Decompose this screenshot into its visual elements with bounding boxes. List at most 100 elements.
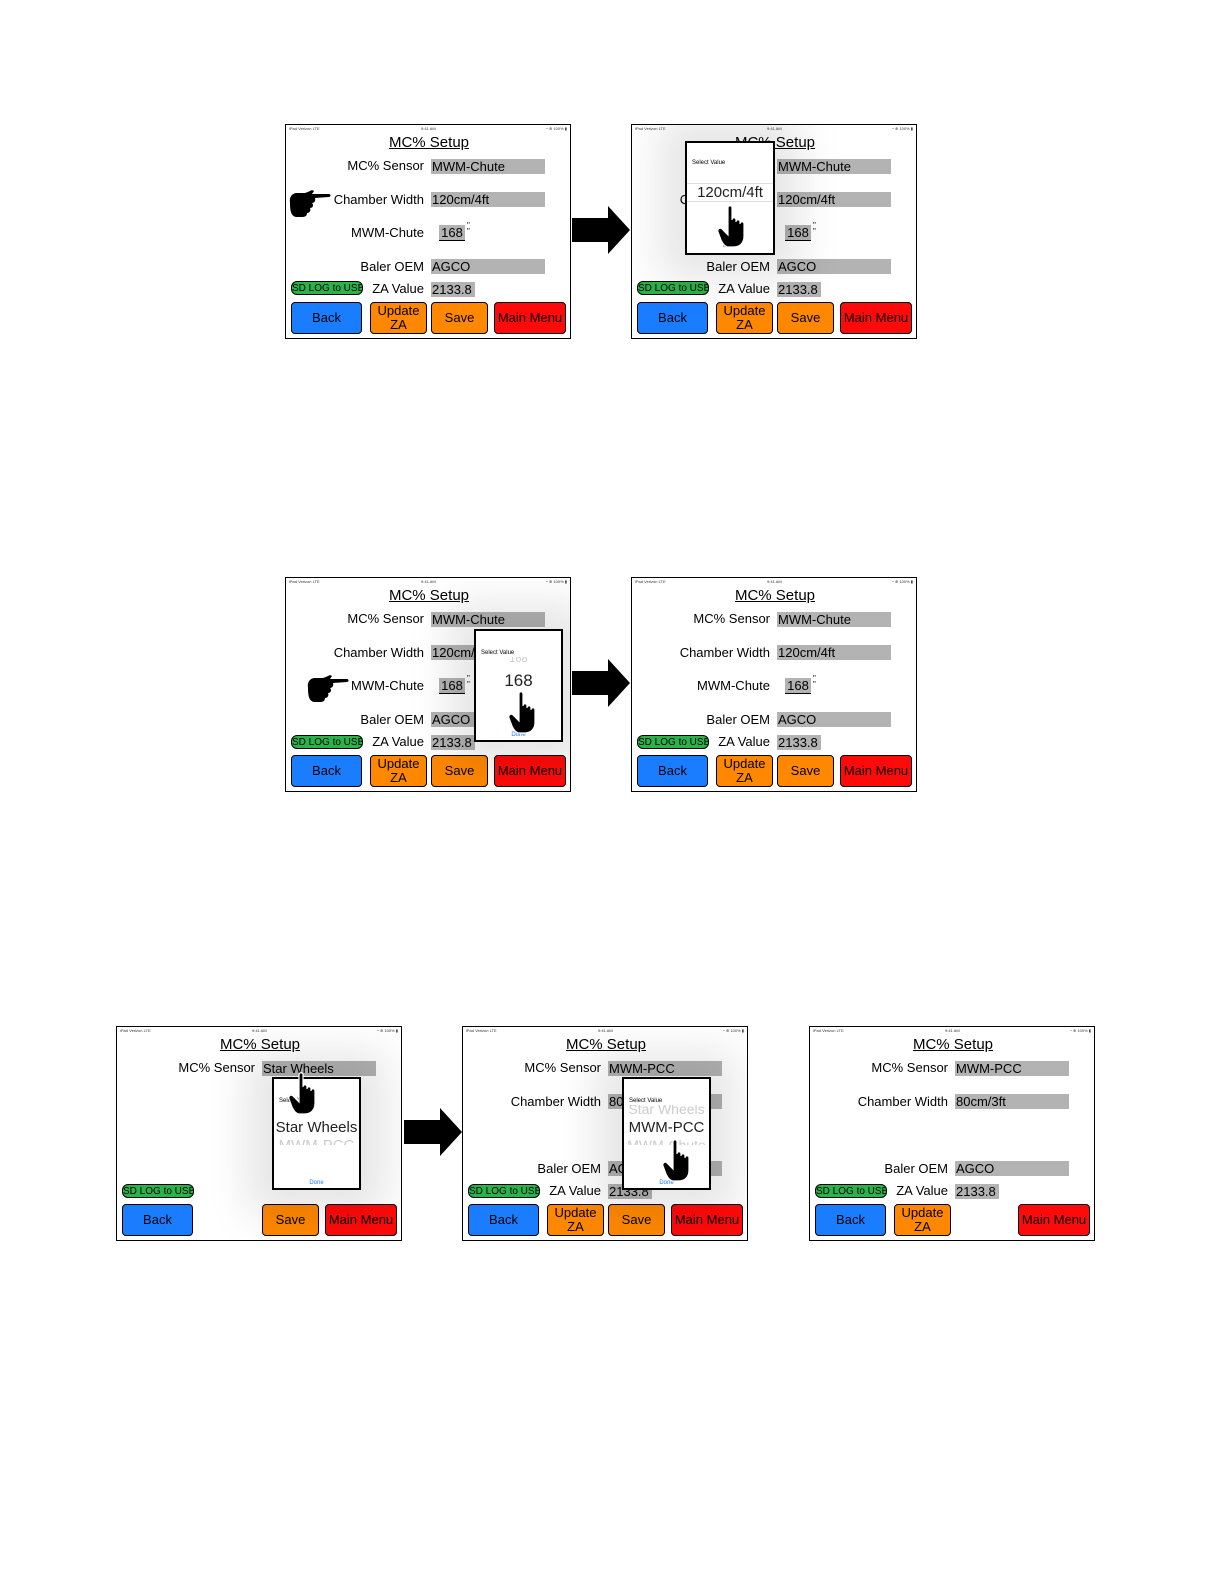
baler-oem-label: Baler OEM [706, 259, 770, 274]
mc-sensor-field[interactable]: MWM-PCC [608, 1061, 722, 1076]
baler-oem-field[interactable]: AGCO [777, 712, 891, 727]
chamber-width-field[interactable]: 120cm/4ft [431, 192, 545, 207]
back-button[interactable]: Back [291, 302, 362, 334]
back-button[interactable]: Back [815, 1204, 886, 1236]
tapping-hand-icon [508, 691, 536, 734]
chamber-width-label: Chamber Width [333, 192, 424, 207]
chamber-width-field[interactable]: 120cm/4ft [777, 192, 891, 207]
sd-log-button[interactable]: SD LOG to USB [291, 281, 363, 295]
save-button[interactable]: Save [777, 302, 834, 334]
tapping-hand-icon [288, 1072, 316, 1115]
baler-oem-field[interactable]: AGCO [431, 259, 545, 274]
sd-log-button[interactable]: SD LOG to USB [468, 1184, 540, 1198]
sd-log-button[interactable]: SD LOG to USB [637, 735, 709, 749]
mc-sensor-field[interactable]: Star Wheels [262, 1061, 376, 1076]
chute-unit: "" [813, 674, 816, 689]
mc-sensor-field[interactable]: MWM-Chute [431, 159, 545, 174]
picker-done-button[interactable]: Done [659, 1180, 674, 1186]
back-button[interactable]: Back [637, 755, 708, 787]
picker-selected-value[interactable]: 168 [504, 671, 533, 690]
main-menu-button[interactable]: Main Menu [325, 1204, 397, 1236]
mc-sensor-field[interactable]: MWM-Chute [777, 159, 891, 174]
mc-sensor-label: MC% Sensor [178, 1060, 255, 1075]
main-menu-button[interactable]: Main Menu [840, 755, 912, 787]
za-value-field: 2133.8 [777, 282, 821, 297]
main-menu-button[interactable]: Main Menu [494, 302, 566, 334]
mwm-chute-field[interactable]: 168 [785, 225, 811, 241]
page-title: MC% Setup [912, 1036, 994, 1053]
main-menu-button[interactable]: Main Menu [494, 755, 566, 787]
baler-oem-label: Baler OEM [706, 712, 770, 727]
picker-done-button[interactable]: Done [309, 1180, 324, 1186]
za-value-label: ZA Value [549, 1183, 601, 1198]
back-button[interactable]: Back [468, 1204, 539, 1236]
page-title: MC% Setup [219, 1036, 301, 1053]
baler-oem-field[interactable]: AGCO [955, 1161, 1069, 1176]
back-button[interactable]: Back [122, 1204, 193, 1236]
mc-sensor-label: MC% Sensor [693, 611, 770, 626]
picker-selected-value[interactable]: MWM-PCC [628, 1119, 705, 1136]
save-button[interactable]: Save [431, 302, 488, 334]
chamber-width-label: Chamber Width [510, 1094, 601, 1109]
back-button[interactable]: Back [637, 302, 708, 334]
chute-unit: "" [813, 221, 816, 236]
za-value-field: 2133.8 [431, 735, 475, 750]
baler-oem-field[interactable]: AGCO [777, 259, 891, 274]
chamber-width-label: Chamber Width [333, 645, 424, 660]
mc-sensor-field[interactable]: MWM-Chute [431, 612, 545, 627]
right-arrow-icon [404, 1108, 462, 1156]
za-value-field: 2133.8 [431, 282, 475, 297]
mc-sensor-label: MC% Sensor [524, 1060, 601, 1075]
picker-ghost-value-2: MWM-Chute [627, 1137, 706, 1145]
page-title: MC% Setup [388, 134, 470, 151]
sd-log-button[interactable]: SD LOG to USB [122, 1184, 194, 1198]
sd-log-button[interactable]: SD LOG to USB [815, 1184, 887, 1198]
picker-ghost-value: MWM-PCC [274, 1137, 359, 1145]
za-value-label: ZA Value [718, 281, 770, 296]
picker-selected-value[interactable]: 120cm/4ft [687, 183, 773, 202]
za-value-field: 2133.8 [955, 1184, 999, 1199]
back-button[interactable]: Back [291, 755, 362, 787]
chamber-width-field[interactable]: 120cm/4ft [777, 645, 891, 660]
main-menu-button[interactable]: Main Menu [1018, 1204, 1090, 1236]
sd-log-button[interactable]: SD LOG to USB [291, 735, 363, 749]
mwm-chute-field[interactable]: 168 [439, 678, 465, 694]
picker-done-button[interactable]: Done [511, 732, 526, 738]
sensor-picker-popup[interactable]: Select Value Star Wheels MWM-PCC Done [272, 1077, 361, 1190]
picker-selected-value[interactable]: Star Wheels [275, 1119, 358, 1136]
picker-ghost-value: Star Wheels [628, 1105, 705, 1115]
mwm-chute-field[interactable]: 168 [439, 225, 465, 241]
save-button[interactable]: Save [777, 755, 834, 787]
save-button[interactable]: Save [431, 755, 488, 787]
mc-sensor-field[interactable]: MWM-PCC [955, 1061, 1069, 1076]
sd-log-button[interactable]: SD LOG to USB [637, 281, 709, 295]
chute-picker-popup[interactable]: Select Value 168 168 Done [474, 629, 563, 742]
za-value-label: ZA Value [718, 734, 770, 749]
main-menu-button[interactable]: Main Menu [671, 1204, 743, 1236]
save-button[interactable]: Save [262, 1204, 319, 1236]
mc-sensor-label: MC% Sensor [347, 158, 424, 173]
mc-sensor-label: MC% Sensor [347, 611, 424, 626]
mc-sensor-label: MC% Sensor [871, 1060, 948, 1075]
save-button[interactable]: Save [608, 1204, 665, 1236]
picker-title: Select Value [481, 650, 515, 656]
mc-sensor-field[interactable]: MWM-Chute [777, 612, 891, 627]
mwm-chute-label: MWM-Chute [351, 678, 424, 693]
page-title: MC% Setup [734, 587, 816, 604]
chamber-width-field[interactable]: 80cm/3ft [955, 1094, 1069, 1109]
mwm-chute-field[interactable]: 168 [785, 678, 811, 694]
main-menu-button[interactable]: Main Menu [840, 302, 912, 334]
